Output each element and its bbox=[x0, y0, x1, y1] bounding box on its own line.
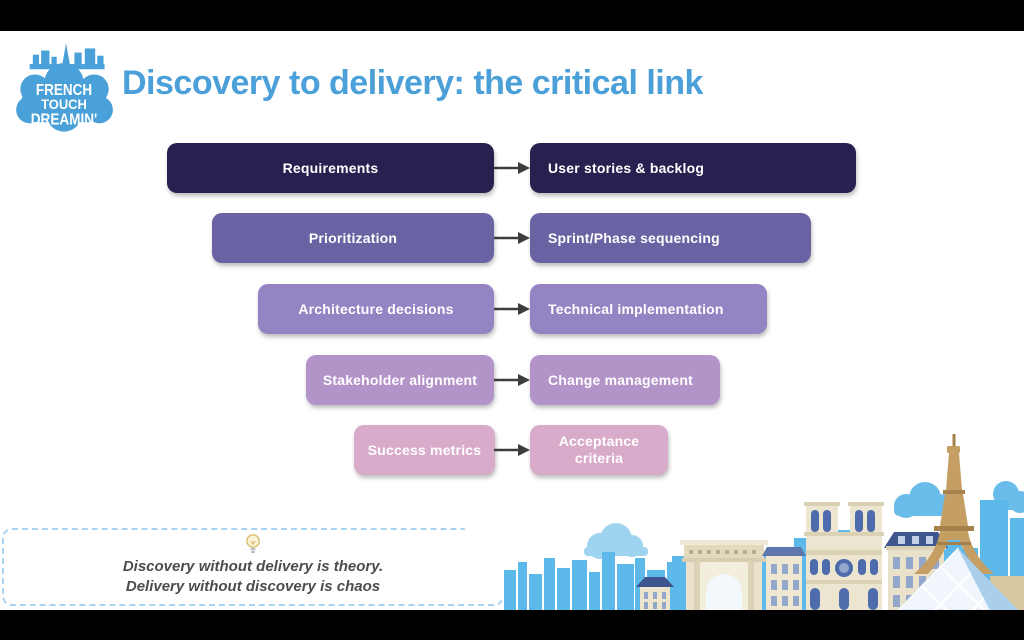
logo-line-1: FRENCH bbox=[36, 82, 92, 99]
logo-line-2: TOUCH bbox=[41, 97, 87, 112]
paris-skyline-illustration bbox=[504, 434, 1024, 610]
page-title: Discovery to delivery: the critical link bbox=[122, 64, 703, 102]
flow-box-technical-implementation: Technical implementation bbox=[530, 284, 767, 334]
letterbox-top bbox=[0, 0, 1024, 31]
slide: FRENCH TOUCH DREAMIN' Discovery to deliv… bbox=[0, 31, 1024, 610]
french-touch-dreamin-logo: FRENCH TOUCH DREAMIN' bbox=[16, 43, 113, 132]
logo-line-3: DREAMIN' bbox=[31, 111, 98, 128]
lightbulb-icon bbox=[246, 534, 260, 553]
flow-box-prioritization: Prioritization bbox=[212, 213, 494, 263]
arrow-right-icon bbox=[494, 303, 530, 315]
arrow-right-icon bbox=[494, 374, 530, 386]
flow-box-architecture-decisions: Architecture decisions bbox=[258, 284, 494, 334]
arrow-right-icon bbox=[494, 162, 530, 174]
flow-box-success-metrics: Success metrics bbox=[354, 425, 495, 475]
quote-line-2: Delivery without discovery is chaos bbox=[125, 578, 381, 595]
arrow-right-icon bbox=[494, 232, 530, 244]
flow-box-acceptance-criteria: Acceptance criteria bbox=[530, 425, 668, 475]
flow-box-user-stories-backlog: User stories & backlog bbox=[530, 143, 856, 193]
flow-box-requirements: Requirements bbox=[167, 143, 494, 193]
arrow-right-icon bbox=[494, 444, 530, 456]
flow-box-sprint-phase-sequencing: Sprint/Phase sequencing bbox=[530, 213, 811, 263]
quote-line-1: Discovery without delivery is theory. bbox=[122, 558, 384, 575]
letterbox-bottom bbox=[0, 610, 1024, 640]
flow-box-stakeholder-alignment: Stakeholder alignment bbox=[306, 355, 494, 405]
quote-card: Discovery without delivery is theory. De… bbox=[2, 528, 502, 606]
flow-box-change-management: Change management bbox=[530, 355, 720, 405]
